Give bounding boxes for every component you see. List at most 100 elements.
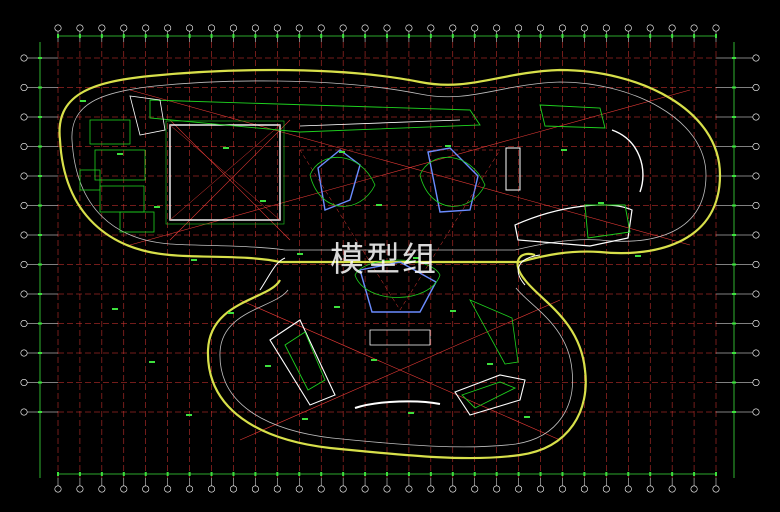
corridor-wall: [299, 119, 461, 127]
dimension-tick: [495, 472, 498, 476]
axis-bubble: [361, 24, 369, 32]
dimension-tick: [732, 86, 736, 89]
axis-bubble: [558, 485, 566, 493]
axis-bubble: [120, 485, 128, 493]
dimension-tick: [732, 411, 736, 413]
axis-bubble: [449, 24, 457, 32]
dimension-tick: [583, 472, 586, 476]
dimension-tick: [583, 34, 586, 38]
room-tag: [413, 257, 419, 259]
axis-bubble: [208, 485, 216, 493]
dimension-tick: [539, 472, 542, 476]
axis-bubble: [339, 485, 347, 493]
axis-bubble: [712, 24, 720, 32]
dimension-tick: [732, 145, 736, 148]
room-tag: [408, 412, 414, 414]
dimension-tick: [276, 472, 279, 476]
room-tag: [561, 149, 567, 151]
dimension-tick: [605, 34, 608, 38]
axis-bubble: [20, 349, 28, 357]
dimension-tick: [732, 293, 736, 295]
dimension-tick: [451, 472, 454, 476]
dimension-tick: [732, 204, 736, 207]
axis-bubble: [405, 24, 413, 32]
axis-bubble: [54, 24, 62, 32]
interior-rooms: [79, 95, 644, 420]
room-tag: [154, 206, 160, 208]
dimension-tick: [57, 472, 59, 476]
lower-wing-core: [469, 299, 519, 365]
atrium-pod-left: [309, 156, 376, 207]
axis-bubble: [690, 485, 698, 493]
axis-bubble: [752, 143, 760, 151]
room-tag: [191, 259, 197, 261]
axis-bubble: [273, 24, 281, 32]
dimension-tick: [100, 34, 103, 38]
dimension-tick: [451, 34, 454, 38]
lower-wing-room-right: [454, 374, 526, 416]
room-tag: [524, 416, 530, 418]
axis-bubble: [383, 24, 391, 32]
dimension-tick: [671, 34, 674, 38]
dimension-tick: [254, 34, 257, 38]
axis-bubble: [752, 54, 760, 62]
dimension-tick: [144, 472, 147, 476]
axis-bubble: [20, 202, 28, 210]
axis-bubble: [752, 84, 760, 92]
dimension-tick: [320, 472, 323, 476]
axis-bubble: [602, 24, 610, 32]
axis-bubble: [493, 485, 501, 493]
room-tag: [302, 418, 308, 420]
axis-bubble: [668, 485, 676, 493]
dimension-tick: [671, 472, 674, 476]
axis-bubble: [515, 24, 523, 32]
axis-bubble: [624, 24, 632, 32]
axis-bubble: [142, 485, 150, 493]
upper-wing-inner-outline: [71, 80, 707, 251]
dimension-tick: [100, 472, 103, 476]
north-corridor: [149, 99, 481, 133]
right-wing-room: [584, 204, 631, 239]
axis-bubble: [76, 24, 84, 32]
dimension-tick: [732, 116, 736, 118]
axis-bubble: [515, 485, 523, 493]
axis-bubble: [251, 24, 259, 32]
dimension-tick: [473, 34, 476, 38]
room-tag: [376, 204, 382, 206]
upper-wing-outline: [58, 68, 722, 264]
dimension-tick: [276, 34, 279, 38]
lower-wing-bench: [354, 400, 441, 409]
dimension-tick: [166, 472, 169, 476]
axis-bubble: [186, 24, 194, 32]
lower-wing-room-left-inner: [284, 331, 326, 391]
right-wing-column-block: [505, 147, 521, 191]
axis-bubble: [361, 485, 369, 493]
left-wing-room: [99, 185, 145, 213]
axis-bubble: [339, 24, 347, 32]
dimension-tick: [122, 34, 125, 38]
room-tag: [112, 308, 118, 310]
axis-bubble: [120, 24, 128, 32]
axis-bubble: [20, 143, 28, 151]
axis-bubble: [20, 172, 28, 180]
dimension-tick: [78, 34, 81, 38]
dimension-tick: [693, 472, 696, 476]
lower-wing-stair: [369, 329, 431, 346]
axis-bubble: [186, 485, 194, 493]
dimension-tick: [649, 472, 652, 476]
dimension-tick: [38, 411, 42, 413]
axis-bubble: [317, 485, 325, 493]
room-tag: [371, 359, 377, 361]
dimension-tick: [386, 34, 388, 38]
dimension-tick: [715, 472, 717, 476]
dimension-tick: [38, 293, 42, 295]
axis-grid: [20, 24, 760, 493]
left-wing-room: [94, 149, 146, 181]
axis-bubble: [164, 485, 172, 493]
axis-bubble: [752, 113, 760, 121]
lower-wing-room-left: [269, 319, 336, 406]
dimension-tick: [732, 381, 736, 384]
axis-bubble: [142, 24, 150, 32]
axis-bubble: [690, 24, 698, 32]
